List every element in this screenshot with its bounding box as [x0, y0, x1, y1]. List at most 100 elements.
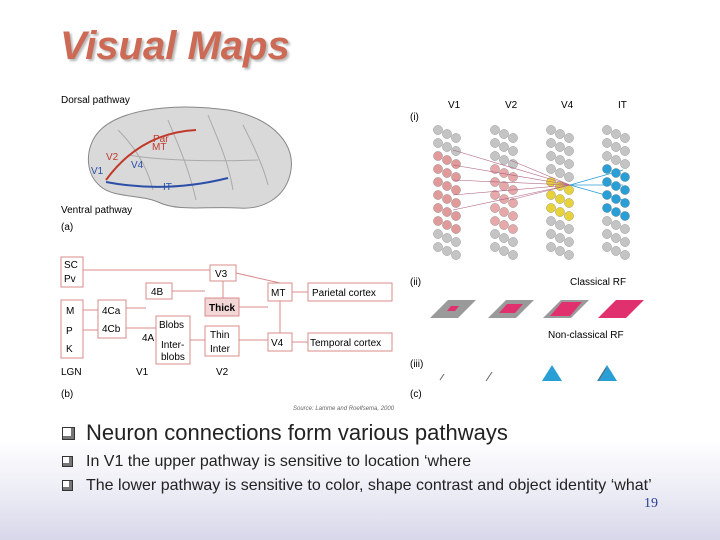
neuron-dot	[499, 207, 509, 217]
neuron-dot	[602, 190, 612, 200]
label-panel-b: (b)	[61, 389, 73, 400]
neuron-dot	[555, 207, 565, 217]
it-connection-lines	[569, 169, 624, 201]
neuron-dot	[433, 203, 443, 213]
label-inter: Inter-	[161, 340, 184, 351]
bullet-main: Neuron connections form various pathways	[60, 420, 680, 446]
neuron-dot	[490, 242, 500, 252]
neuron-dot	[442, 181, 452, 191]
neuron-dot	[620, 211, 630, 221]
panel-c-hierarchy: V1 V2 V4 IT (i) (ii) Classical RF Non-cl…	[410, 100, 644, 400]
neuron-dot	[602, 138, 612, 148]
neuron-dot	[451, 172, 461, 182]
neuron-dot	[499, 181, 509, 191]
label-m: M	[66, 306, 74, 317]
label-4ca: 4Ca	[102, 306, 121, 317]
label-4b: 4B	[151, 287, 164, 298]
neuron-dot	[490, 138, 500, 148]
label-panel-a: (a)	[61, 222, 73, 233]
neuron-dot	[433, 242, 443, 252]
stimulus-shapes	[439, 365, 617, 382]
neuron-dot	[442, 168, 452, 178]
neuron-dot	[451, 159, 461, 169]
neuron-dot	[620, 224, 630, 234]
neuron-dot	[555, 168, 565, 178]
neuron-dot	[433, 190, 443, 200]
bullet-sub-2: The lower pathway is sensitive to color,…	[60, 476, 680, 496]
label-c-v4: V4	[561, 100, 574, 111]
neuron-dot	[499, 142, 509, 152]
neuron-dot	[611, 246, 621, 256]
neuron-dot	[602, 151, 612, 161]
label-thin: Thin	[210, 330, 229, 341]
neuron-dot	[602, 203, 612, 213]
neuron-dot	[602, 125, 612, 135]
neuron-dot	[508, 237, 518, 247]
neuron-dot	[564, 146, 574, 156]
neuron-dot	[602, 229, 612, 239]
label-dorsal: Dorsal pathway	[61, 95, 130, 106]
neuron-dot	[564, 185, 574, 195]
neuron-dot	[508, 159, 518, 169]
neuron-dot	[620, 159, 630, 169]
label-c-iii: (iii)	[410, 359, 423, 370]
label-a-mt: MT	[152, 142, 166, 153]
label-pv: Pv	[64, 274, 76, 285]
label-a-it: IT	[163, 182, 172, 193]
neuron-dot	[451, 224, 461, 234]
neuron-dot	[564, 250, 574, 260]
label-thick: Thick	[209, 303, 236, 314]
label-classical-rf: Classical RF	[570, 277, 626, 288]
label-ventral: Ventral pathway	[61, 205, 132, 216]
label-b-v4: V4	[271, 338, 284, 349]
neuron-dot	[546, 164, 556, 174]
neuron-dot	[490, 229, 500, 239]
neuron-dot	[451, 237, 461, 247]
label-parietal: Parietal cortex	[312, 288, 376, 299]
label-c-ii: (ii)	[410, 277, 421, 288]
label-sc: SC	[64, 260, 78, 271]
neuron-dot	[433, 177, 443, 187]
label-c-v1: V1	[448, 100, 461, 111]
neuron-dot	[564, 237, 574, 247]
slide-title: Visual Maps	[60, 24, 290, 68]
neuron-dot	[508, 133, 518, 143]
neuron-dot	[508, 224, 518, 234]
label-a-v4: V4	[131, 160, 144, 171]
neuron-dot	[611, 207, 621, 217]
panel-b-circuit: SC Pv M P K LGN 4Ca 4Cb 4B 4A Blobs Inte…	[60, 256, 393, 400]
bullet-square-icon	[62, 427, 75, 440]
label-a-par: Par	[153, 134, 169, 145]
brain-icon	[87, 106, 292, 209]
neuron-dot	[611, 155, 621, 165]
label-inter2: Inter	[210, 344, 231, 355]
bullet-list: Neuron connections form various pathways…	[60, 420, 680, 500]
label-c-v2: V2	[505, 100, 518, 111]
neuron-dot	[433, 229, 443, 239]
neuron-dot	[451, 198, 461, 208]
neuron-dot	[451, 211, 461, 221]
label-p: P	[66, 326, 73, 337]
neuron-dot	[442, 194, 452, 204]
neuron-dot	[508, 198, 518, 208]
neuron-dot	[620, 146, 630, 156]
neuron-dot	[602, 242, 612, 252]
neuron-dot	[442, 129, 452, 139]
neuron-dot	[564, 172, 574, 182]
box-sc-pv	[60, 256, 84, 288]
bullet-square-icon	[62, 480, 73, 491]
neuron-dot	[546, 151, 556, 161]
neuron-dot	[611, 129, 621, 139]
neuron-dot	[490, 151, 500, 161]
neuron-dot	[508, 250, 518, 260]
neuron-dot	[564, 211, 574, 221]
neuron-dot	[546, 229, 556, 239]
neuron-dot	[451, 250, 461, 260]
neuron-dot	[490, 203, 500, 213]
neuron-dot	[546, 125, 556, 135]
neuron-dot	[490, 190, 500, 200]
neuron-dot	[442, 142, 452, 152]
neuron-dot	[620, 172, 630, 182]
neuron-dot	[451, 133, 461, 143]
label-b-v2: V2	[216, 367, 229, 378]
